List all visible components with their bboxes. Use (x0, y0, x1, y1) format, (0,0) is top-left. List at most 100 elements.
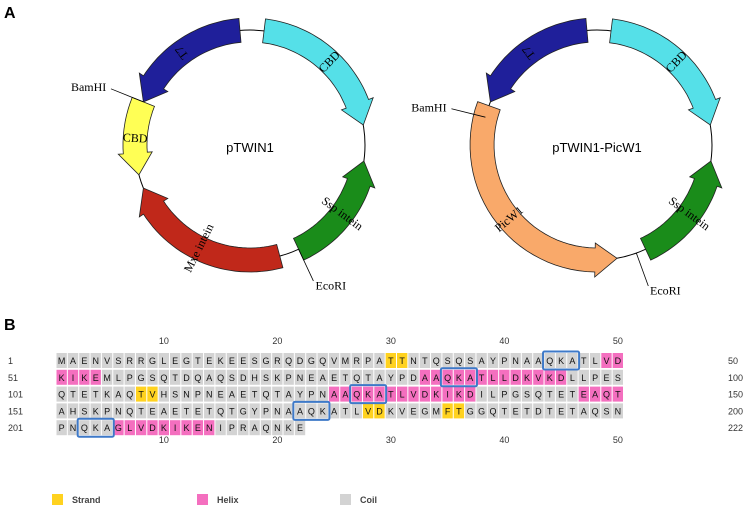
residue-cell-coil (408, 353, 419, 368)
residue-letter: V (535, 373, 541, 383)
residue-letter: Q (353, 373, 360, 383)
residue-cell-coil (510, 386, 521, 402)
residue-cell-coil (351, 353, 362, 368)
residue-letter: P (127, 373, 133, 383)
residue-cell-coil (226, 369, 238, 385)
residue-cell-coil (238, 369, 249, 385)
residue-cell-coil (226, 420, 238, 436)
ruler-tick-top: 30 (386, 336, 396, 346)
residue-cell-coil (181, 353, 192, 368)
residue-cell-coil (612, 369, 623, 385)
residue-letter: T (615, 390, 621, 400)
residue-cell-coil (215, 386, 226, 402)
residue-cell-coil (567, 403, 578, 419)
residue-letter: D (376, 406, 383, 416)
residue-letter: M (58, 356, 66, 366)
residue-letter: K (456, 373, 462, 383)
residue-letter: I (219, 423, 222, 433)
residue-cell-helix (601, 386, 612, 402)
residue-letter: L (116, 373, 121, 383)
residue-letter: L (502, 373, 507, 383)
residue-cell-coil (419, 403, 431, 419)
feature-arrow-cbd (262, 18, 374, 126)
residue-cell-coil (67, 403, 79, 419)
feature-label: T7 (519, 43, 538, 62)
residue-letter: R (274, 356, 281, 366)
residue-letter: A (376, 356, 382, 366)
residue-letter: Y (388, 373, 394, 383)
residue-cell-coil (204, 386, 215, 402)
residue-cell-coil (158, 369, 169, 385)
residue-letter: Q (194, 373, 201, 383)
feature-arrow-t7 (138, 18, 242, 103)
residue-letter: K (59, 373, 65, 383)
residue-letter: G (115, 423, 122, 433)
residue-cell-coil (578, 369, 589, 385)
residue-letter: D (410, 373, 417, 383)
residue-letter: Q (285, 356, 292, 366)
residue-letter: T (570, 406, 576, 416)
residue-cell-coil (272, 403, 283, 419)
residue-letter: A (331, 406, 337, 416)
residue-cell-coil (340, 369, 351, 385)
residue-letter: G (240, 406, 247, 416)
residue-letter: E (411, 406, 417, 416)
residue-cell-coil (578, 403, 589, 419)
residue-cell-helix (362, 386, 374, 402)
residue-letter: S (263, 373, 269, 383)
residue-letter: R (354, 356, 361, 366)
residue-letter: D (512, 373, 519, 383)
residue-letter: T (93, 390, 99, 400)
residue-cell-coil (260, 403, 272, 419)
residue-letter: T (502, 406, 508, 416)
residue-cell-coil (544, 353, 555, 368)
residue-cell-strand (362, 403, 374, 419)
residue-letter: A (342, 390, 348, 400)
residue-cell-coil (499, 386, 510, 402)
residue-cell-coil (453, 353, 465, 368)
residue-letter: N (410, 356, 417, 366)
legend-label-coil: Coil (360, 495, 377, 505)
residue-letter: A (376, 373, 382, 383)
qka-motif-box (542, 350, 581, 371)
qka-motif-box (439, 367, 478, 388)
residue-letter: N (183, 390, 190, 400)
residue-letter: S (229, 373, 235, 383)
site-label-ecori: EcoRI (650, 284, 681, 298)
residue-letter: E (81, 390, 87, 400)
residue-cell-coil (90, 353, 101, 368)
legend-label-helix: Helix (217, 495, 239, 505)
residue-letter: E (195, 423, 201, 433)
residue-cell-helix (170, 420, 181, 436)
residue-letter: T (138, 406, 144, 416)
residue-cell-coil (306, 403, 317, 419)
residue-letter: V (138, 423, 144, 433)
residue-cell-helix (521, 369, 533, 385)
residue-cell-coil (328, 403, 340, 419)
residue-cell-helix (533, 369, 544, 385)
residue-cell-coil (306, 353, 317, 368)
residue-cell-coil (204, 353, 215, 368)
residue-cell-coil (272, 353, 283, 368)
residue-cell-coil (544, 403, 555, 419)
residue-cell-coil (124, 369, 135, 385)
residue-letter: R (127, 356, 134, 366)
residue-cell-coil (589, 403, 601, 419)
residue-cell-coil (521, 403, 533, 419)
residue-letter: N (115, 406, 122, 416)
residue-cell-coil (260, 386, 272, 402)
residue-cell-coil (215, 420, 226, 436)
residue-cell-helix (589, 386, 601, 402)
residue-cell-helix (135, 420, 147, 436)
residue-cell-helix (328, 386, 340, 402)
site-label-bamhi: BamHI (411, 101, 446, 115)
residue-cell-helix (419, 369, 431, 385)
residue-cell-coil (147, 353, 158, 368)
residue-letter: E (172, 406, 178, 416)
residue-cell-coil (544, 386, 555, 402)
residue-letter: A (331, 390, 337, 400)
residue-letter: L (490, 373, 495, 383)
residue-letter: V (365, 406, 371, 416)
plasmid-title: pTWIN1-PicW1 (552, 140, 642, 155)
residue-cell-coil (510, 403, 521, 419)
